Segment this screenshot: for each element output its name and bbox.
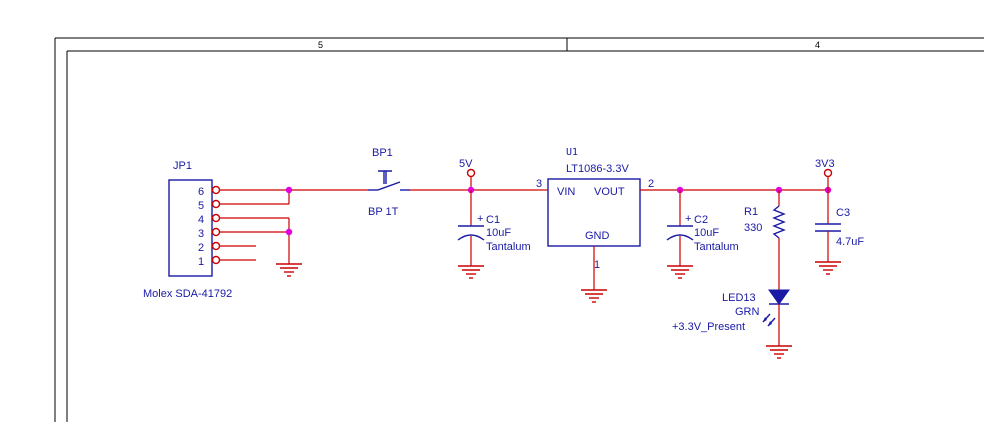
led-net: +3.3V_Present xyxy=(672,321,745,333)
connector-ref: JP1 xyxy=(173,160,192,172)
ground-icon xyxy=(581,289,607,303)
regulator-pin-num-in: 3 xyxy=(536,178,542,190)
led-led13: LED13 GRN +3.3V_Present xyxy=(672,289,792,359)
connector-pin-3: 3 xyxy=(198,228,204,240)
c1-polarity: + xyxy=(477,213,483,225)
connector-pin-1: 1 xyxy=(198,256,204,268)
c1-type: Tantalum xyxy=(486,241,531,253)
regulator-pin-vout: VOUT xyxy=(594,186,625,198)
ground-icon xyxy=(667,265,693,279)
resistor-r1: R1 330 xyxy=(744,190,786,290)
connector-pin-6: 6 xyxy=(198,186,204,198)
button-value: BP 1T xyxy=(368,206,399,218)
connector-pin-2: 2 xyxy=(198,242,204,254)
c2-ref: C2 xyxy=(694,214,708,226)
power-3v3: 3V3 xyxy=(815,158,835,190)
r1-value: 330 xyxy=(744,222,762,234)
net-5v-label: 5V xyxy=(459,158,473,170)
net-3v3-label: 3V3 xyxy=(815,158,835,170)
ground-icon xyxy=(276,263,302,277)
push-button-bp1: BP1 BP 1T xyxy=(368,147,535,218)
c3-ref: C3 xyxy=(836,207,850,219)
c2-type: Tantalum xyxy=(694,241,739,253)
regulator-pin-vin: VIN xyxy=(557,186,575,198)
junction-dot xyxy=(285,228,293,236)
ground-icon xyxy=(766,345,792,359)
led-icon xyxy=(768,289,790,305)
regulator-ref: U1 xyxy=(566,147,578,158)
led-ref: LED13 xyxy=(722,292,756,304)
connector-pin-4: 4 xyxy=(198,214,204,226)
connector-jp1: JP1 6 5 4 3 2 1 Molex SDA-41792 xyxy=(143,160,232,300)
c2-polarity: + xyxy=(685,213,691,225)
junction-dot xyxy=(285,186,293,194)
regulator-part: LT1086-3.3V xyxy=(566,163,629,175)
connector-wires xyxy=(220,186,368,277)
connector-body xyxy=(168,179,213,277)
connector-pin-5: 5 xyxy=(198,200,204,212)
capacitor-c3: C3 4.7uF xyxy=(815,190,864,275)
zone-label-right: 4 xyxy=(815,40,820,50)
r1-ref: R1 xyxy=(744,206,758,218)
button-ref: BP1 xyxy=(372,147,393,159)
sheet-frame: 5 4 xyxy=(54,37,984,422)
power-5v: 5V xyxy=(459,158,476,194)
c1-ref: C1 xyxy=(486,214,500,226)
c3-value: 4.7uF xyxy=(836,236,864,248)
ground-icon xyxy=(815,261,841,275)
ground-icon xyxy=(458,265,484,279)
led-color: GRN xyxy=(735,306,760,318)
c2-value: 10uF xyxy=(694,227,719,239)
c1-value: 10uF xyxy=(486,227,511,239)
capacitor-c2: + C2 10uF Tantalum xyxy=(666,190,739,279)
regulator-pin-num-gnd: 1 xyxy=(594,259,600,271)
capacitor-c1: + C1 10uF Tantalum xyxy=(457,190,531,279)
regulator-pin-num-out: 2 xyxy=(648,178,654,190)
connector-part: Molex SDA-41792 xyxy=(143,288,232,300)
zone-label-left: 5 xyxy=(318,40,323,50)
regulator-pin-gnd: GND xyxy=(585,230,610,242)
output-rail xyxy=(660,186,832,194)
regulator-u1: U1 LT1086-3.3V VIN VOUT GND 3 2 1 xyxy=(535,147,660,303)
